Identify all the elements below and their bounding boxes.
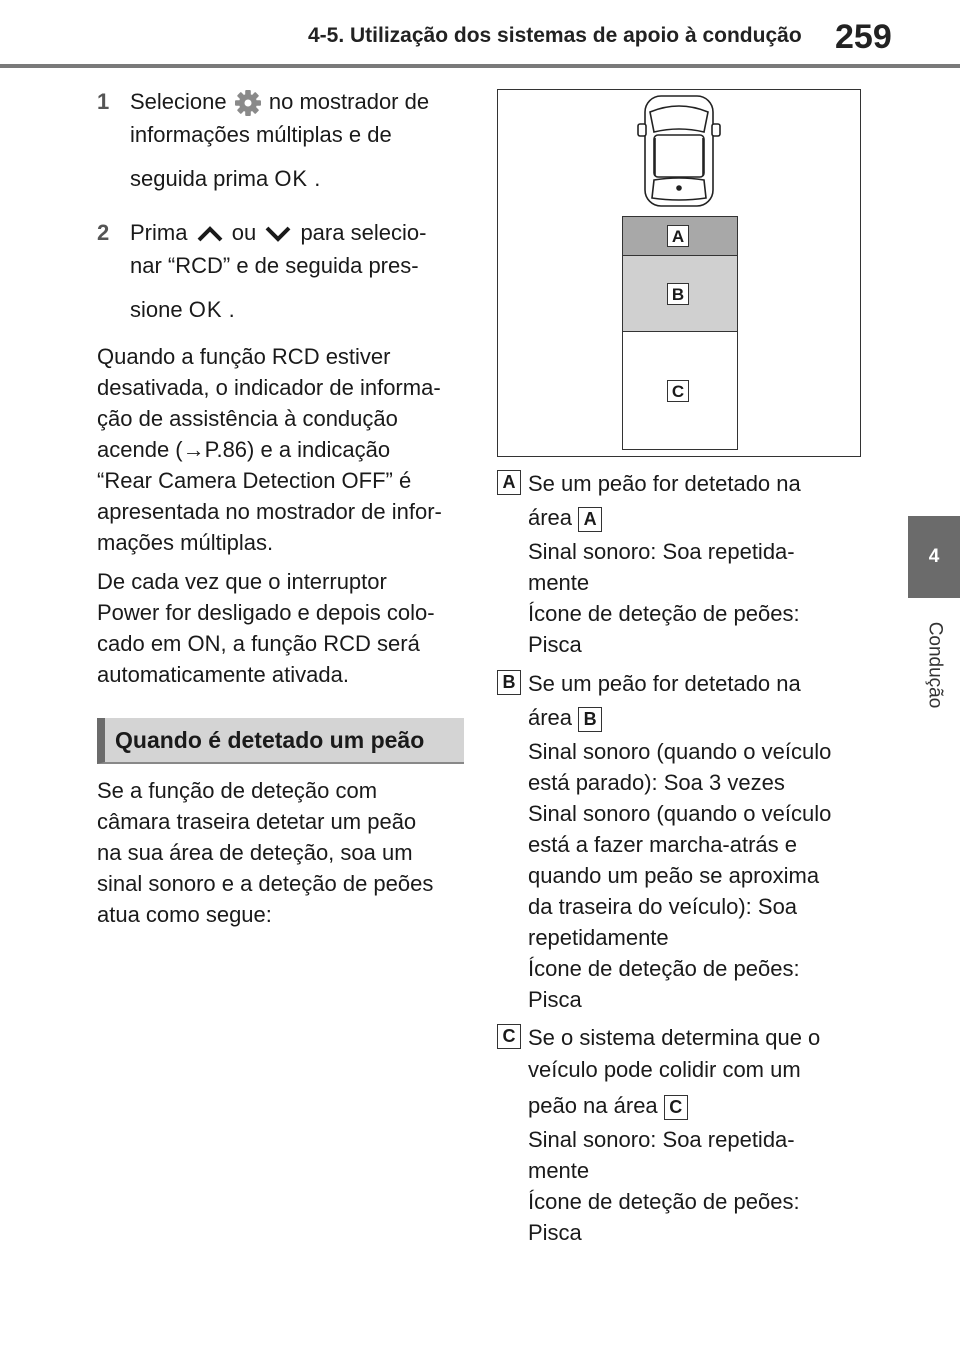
zone-c-label: C <box>667 380 689 402</box>
item-line: está a fazer marcha-atrás e <box>528 832 798 857</box>
paragraph-line: sinal sonoro e a deteção de peões <box>97 871 434 896</box>
step-text: seguida prima <box>130 166 269 191</box>
item-line: Se um peão for detetado na <box>528 471 801 496</box>
item-line: Sinal sonoro (quando o veículo <box>528 739 832 764</box>
paragraph-line: Se a função de deteção com <box>97 778 378 803</box>
item-line: área <box>528 705 573 730</box>
item-line: Se o sistema determina que o <box>528 1025 821 1050</box>
step-text: ou <box>231 220 257 245</box>
item-line: Ícone de deteção de peões: <box>528 956 800 981</box>
step-number: 2 <box>97 220 110 245</box>
paragraph-line: Quando a função RCD estiver <box>97 344 391 369</box>
step-text: sione <box>130 297 183 322</box>
item-tag: C <box>497 1024 521 1049</box>
item-line: Pisca <box>528 632 582 657</box>
zone-a-label: A <box>667 225 689 247</box>
paragraph-line: automaticamente ativada. <box>97 662 349 687</box>
step-text: . <box>228 297 235 322</box>
item-line: Se um peão for detetado na <box>528 671 801 696</box>
step-text: Prima <box>130 220 188 245</box>
item-line: Sinal sonoro (quando o veículo <box>528 801 832 826</box>
paragraph-line: mações múltiplas. <box>97 530 274 555</box>
item-line: área <box>528 505 573 530</box>
item-line: repetidamente <box>528 925 669 950</box>
item-line: mente <box>528 1158 590 1183</box>
step-text: informações múltiplas e de <box>130 122 392 147</box>
step-text: . <box>314 166 321 191</box>
paragraph-rcd-off: Quando a função RCD estiver desativada, … <box>97 341 469 558</box>
paragraph-detect: Se a função de deteção com câmara trasei… <box>97 775 469 930</box>
inline-tag: B <box>578 706 603 732</box>
inline-tag: A <box>578 506 603 532</box>
paragraph-line: apresentada no mostrador de infor- <box>97 499 442 524</box>
chapter-label: Condução <box>924 621 945 709</box>
item-line: está parado): Soa 3 vezes <box>528 770 785 795</box>
section-title: 4-5. Utilização dos sistemas de apoio à … <box>308 24 802 47</box>
step-text: nar “RCD” e de seguida pres- <box>130 253 419 278</box>
chevron-down-icon <box>262 220 300 245</box>
item-line: Pisca <box>528 987 582 1012</box>
paragraph-line: De cada vez que o interruptor <box>97 569 387 594</box>
step-text: para selecio- <box>300 220 427 245</box>
header-divider <box>0 64 960 68</box>
page-number: 259 <box>835 18 892 56</box>
item-line: Sinal sonoro: Soa repetida- <box>528 539 795 564</box>
zone-b-label: B <box>667 283 689 305</box>
paragraph-line: ção de assistência à condução <box>97 406 398 431</box>
chevron-up-icon <box>194 220 232 245</box>
step-text: no mostrador de <box>268 89 430 114</box>
ok-button-glyph: OK <box>274 166 309 191</box>
item-line: Ícone de deteção de peões: <box>528 1189 800 1214</box>
gear-icon <box>233 89 269 117</box>
item-line: mente <box>528 570 590 595</box>
item-line: quando um peão se aproxima <box>528 863 820 888</box>
ok-button-glyph: OK <box>188 297 223 322</box>
item-line: Ícone de deteção de peões: <box>528 601 800 626</box>
zone-a <box>622 216 738 257</box>
paragraph-line: “Rear Camera Detection OFF” é <box>97 468 412 493</box>
chapter-tab: 4 <box>908 516 960 598</box>
inline-tag: C <box>663 1094 688 1120</box>
paragraph-line: câmara traseira detetar um peão <box>97 809 417 834</box>
item-line: Pisca <box>528 1220 582 1245</box>
item-line: Sinal sonoro: Soa repetida- <box>528 1127 795 1152</box>
chapter-number: 4 <box>928 546 940 567</box>
item-tag: A <box>497 470 521 495</box>
paragraph-line: cado em ON, a função RCD será <box>97 631 420 656</box>
step-text: Selecione <box>130 89 227 114</box>
paragraph-line: atua como segue: <box>97 902 272 927</box>
chapter-label-container: Condução <box>912 610 956 720</box>
paragraph-line: Power for desligado e depois colo- <box>97 600 435 625</box>
item-line: veículo pode colidir com um <box>528 1057 801 1082</box>
step-number: 1 <box>97 89 110 114</box>
paragraph-line: desativada, o indicador de informa- <box>97 375 441 400</box>
paragraph-line: acende (→P.86) e a indicação <box>97 437 391 462</box>
item-line: peão na área <box>528 1093 658 1118</box>
item-line: da traseira do veículo): Soa <box>528 894 798 919</box>
paragraph-rcd-on: De cada vez que o interruptor Power for … <box>97 566 469 690</box>
section-heading: Quando é detetado um peão <box>97 718 464 764</box>
item-tag: B <box>497 670 521 695</box>
paragraph-line: na sua área de deteção, soa um <box>97 840 413 865</box>
detection-area-figure: A B C <box>497 89 861 457</box>
car-top-view-icon <box>637 95 721 207</box>
